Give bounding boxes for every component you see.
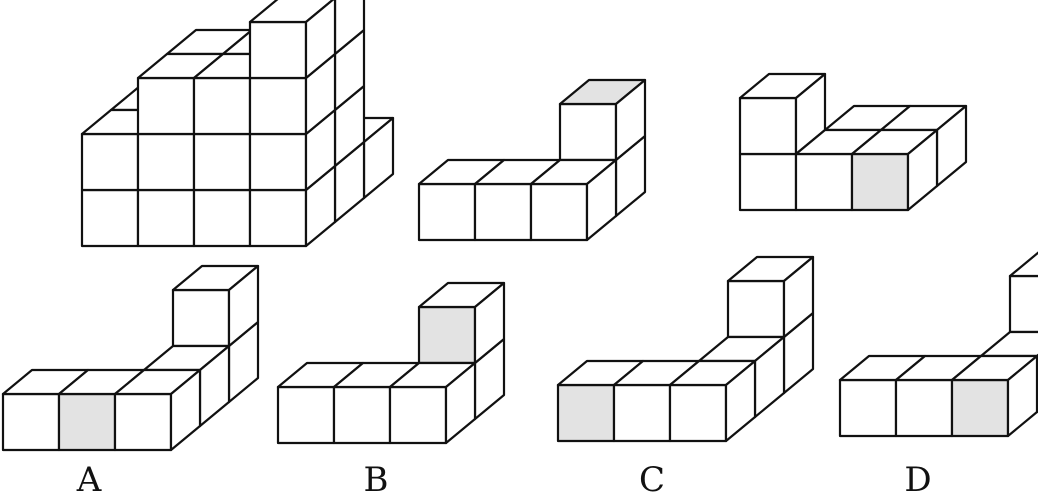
cube-face-front bbox=[192, 132, 252, 192]
given-figure-main bbox=[80, 0, 395, 248]
shaded-cube-face-front bbox=[556, 383, 616, 443]
cube-face-front bbox=[1, 392, 61, 452]
cube-face-front bbox=[171, 288, 231, 348]
cube-face-front bbox=[136, 132, 196, 192]
cube-face-front bbox=[80, 188, 140, 248]
shaded-cube-face-front bbox=[850, 152, 910, 212]
cube-face-front bbox=[332, 385, 392, 445]
cube-face-front bbox=[136, 188, 196, 248]
shaded-cube-face-front bbox=[417, 305, 477, 365]
option-d-figure bbox=[838, 251, 1038, 438]
shaded-cube-face-front bbox=[57, 392, 117, 452]
cube-face-front bbox=[838, 378, 898, 438]
cube-face-front bbox=[473, 182, 533, 242]
cube-face-front bbox=[192, 188, 252, 248]
given-figure-piece-2 bbox=[417, 78, 647, 242]
cube-face-right bbox=[1006, 354, 1038, 438]
cube-face-right bbox=[614, 78, 647, 162]
cube-face-front bbox=[738, 152, 798, 212]
cube-face-right bbox=[227, 264, 260, 348]
cube-face-front bbox=[894, 378, 954, 438]
cube-face-front bbox=[192, 76, 252, 136]
cube-face-front bbox=[794, 152, 854, 212]
cube-face-front bbox=[276, 385, 336, 445]
option-d-label[interactable]: D bbox=[904, 460, 932, 500]
cube-face-front bbox=[417, 182, 477, 242]
option-a-figure bbox=[1, 264, 260, 452]
cube-face-right bbox=[585, 158, 618, 242]
cube-face-right bbox=[473, 281, 506, 365]
cube-face-right bbox=[906, 128, 939, 212]
cube-face-front bbox=[558, 102, 618, 162]
cube-face-front bbox=[612, 383, 672, 443]
cube-face-right bbox=[304, 0, 337, 80]
cube-face-right bbox=[444, 361, 477, 445]
cube-face-front bbox=[738, 96, 798, 156]
cube-face-front bbox=[248, 132, 308, 192]
cube-face-front bbox=[726, 279, 786, 339]
cube-face-front bbox=[248, 20, 308, 80]
cube-face-front bbox=[248, 76, 308, 136]
cube-face-front bbox=[668, 383, 728, 443]
cube-face-front bbox=[113, 392, 173, 452]
cube-face-top bbox=[1008, 251, 1038, 278]
cube-face-front bbox=[388, 385, 448, 445]
cube-face-top bbox=[979, 330, 1038, 358]
cube-face-right bbox=[782, 255, 815, 339]
given-figure-piece-3 bbox=[738, 72, 968, 212]
cube-face-front bbox=[529, 182, 589, 242]
shaded-cube-face-front bbox=[950, 378, 1010, 438]
cube-face-front bbox=[248, 188, 308, 248]
cube-face-front bbox=[80, 132, 140, 192]
cube-face-right bbox=[169, 368, 202, 452]
option-b-figure bbox=[276, 281, 506, 445]
option-c-label[interactable]: C bbox=[638, 460, 665, 500]
option-a-label[interactable]: A bbox=[76, 460, 102, 500]
option-b-label[interactable]: B bbox=[363, 460, 389, 500]
cube-face-front bbox=[136, 76, 196, 136]
cube-face-right bbox=[724, 359, 757, 443]
option-c-figure bbox=[556, 255, 815, 443]
cube-face-front bbox=[1008, 274, 1038, 334]
